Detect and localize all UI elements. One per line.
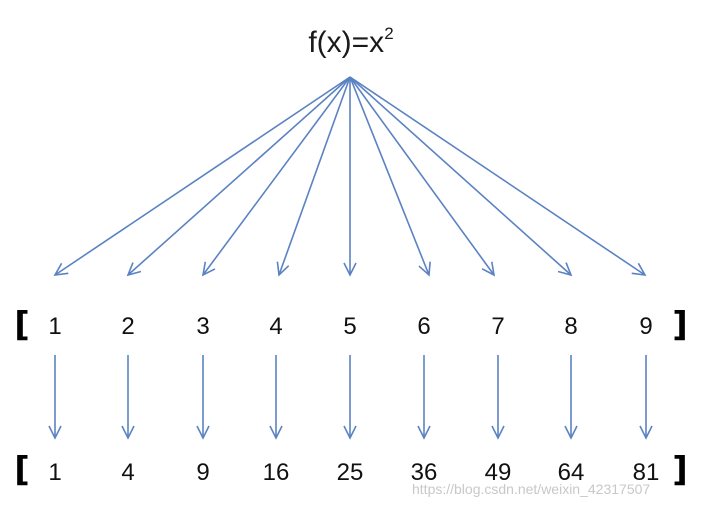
output-value: 9 xyxy=(196,459,209,486)
output-value: 1 xyxy=(48,459,61,486)
fan-arrow-6 xyxy=(349,76,431,277)
output-value: 4 xyxy=(121,459,134,486)
output-value: 16 xyxy=(263,459,290,486)
input-value: 5 xyxy=(343,313,356,340)
output-value: 64 xyxy=(558,459,585,486)
fan-arrow-9 xyxy=(349,76,647,276)
output-value: 36 xyxy=(411,459,438,486)
output-value: 81 xyxy=(633,459,660,486)
output-value: 25 xyxy=(337,459,364,486)
input-value: 6 xyxy=(417,313,430,340)
fan-arrow-8 xyxy=(349,76,573,277)
input-open-bracket: [ xyxy=(14,305,30,345)
input-value: 4 xyxy=(269,313,282,340)
fan-arrow-2 xyxy=(126,76,351,277)
input-value: 2 xyxy=(121,313,134,340)
fan-arrows xyxy=(53,76,647,277)
output-value: 49 xyxy=(485,459,512,486)
map-arrows xyxy=(48,355,653,440)
input-close-bracket: ] xyxy=(672,305,688,345)
input-list: 1 2 3 4 5 6 7 8 9 xyxy=(48,313,652,340)
output-open-bracket: [ xyxy=(14,450,30,490)
input-value: 3 xyxy=(196,313,209,340)
fan-arrow-4 xyxy=(276,76,351,277)
input-value: 9 xyxy=(639,313,652,340)
input-value: 1 xyxy=(48,313,61,340)
fan-arrow-1 xyxy=(53,76,351,276)
watermark-text: https://blog.csdn.net/weixin_42317507 xyxy=(412,481,650,497)
input-value: 7 xyxy=(491,313,504,340)
fan-arrow-7 xyxy=(349,76,496,277)
output-close-bracket: ] xyxy=(672,450,688,490)
function-title: f(x)=x2 xyxy=(308,24,393,59)
fan-arrow-3 xyxy=(201,76,351,277)
input-value: 8 xyxy=(564,313,577,340)
